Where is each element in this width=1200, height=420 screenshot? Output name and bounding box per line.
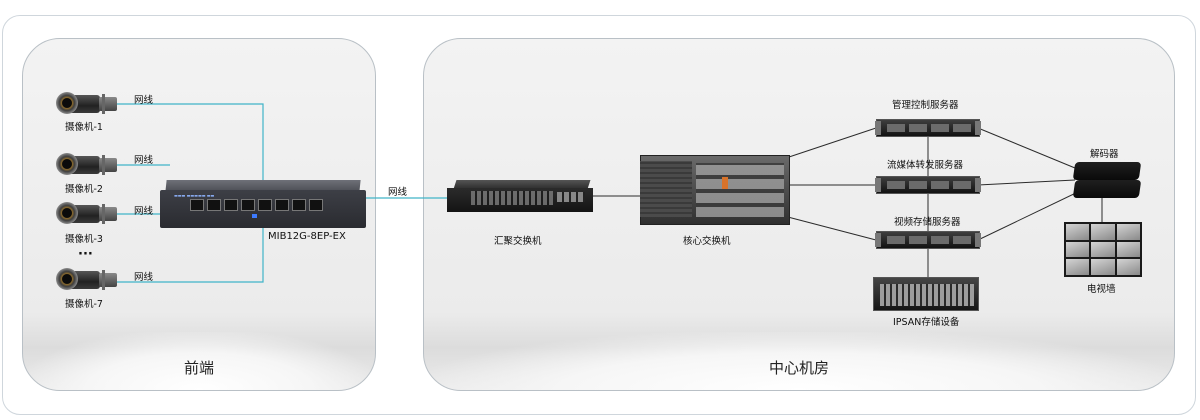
server-label-streaming: 流媒体转发服务器 (887, 160, 964, 171)
link-mgmt-decoder (977, 127, 1076, 169)
camera-icon (50, 151, 120, 179)
front-end-title: 前端 (183, 359, 214, 377)
camera-ellipsis: ··· (78, 247, 93, 262)
core-switch-label: 核心交换机 (683, 236, 731, 247)
cable-camera-1 (100, 103, 264, 182)
camera-label-2: 摄像机-2 (65, 184, 103, 195)
camera-label-3: 摄像机-3 (65, 234, 103, 245)
decoder-icon (1072, 162, 1142, 180)
camera-icon (50, 200, 120, 228)
server-icon (875, 231, 981, 249)
data-center-zone: 中心机房 (423, 38, 1175, 391)
server-label-management: 管理控制服务器 (892, 100, 959, 111)
decoder-label: 解码器 (1090, 149, 1119, 160)
aggregation-switch-icon (447, 180, 593, 220)
cable-label: 网线 (134, 155, 154, 166)
ipsan-storage-icon (873, 277, 979, 311)
tv-wall-icon (1064, 222, 1142, 277)
link-storage-decoder (977, 190, 1081, 241)
tv-wall-label: 电视墙 (1087, 284, 1116, 295)
backbone-links (593, 127, 1103, 277)
ipsan-label: IPSAN存储设备 (893, 317, 960, 328)
link-core-mgmt (779, 127, 877, 161)
camera-icon (50, 90, 120, 118)
data-center-title: 中心机房 (768, 359, 829, 377)
server-icon (875, 176, 981, 194)
camera-label-1: 摄像机-1 (65, 122, 103, 133)
cable-camera-7 (100, 228, 264, 283)
switch-model-label: MIB12G-8EP-EX (268, 231, 346, 242)
cable-label: 网线 (388, 187, 408, 198)
aggregation-switch-label: 汇聚交换机 (494, 236, 542, 247)
link-core-storage (783, 215, 877, 241)
server-label-storage: 视频存储服务器 (894, 217, 961, 228)
poe-switch-icon: ▬▬▬ ▬▬▬▬▬ ▬▬ (160, 180, 366, 228)
cable-label: 网线 (134, 206, 154, 217)
camera-label-7: 摄像机-7 (65, 299, 103, 310)
core-switch-icon (640, 155, 790, 225)
cable-label: 网线 (134, 95, 154, 106)
decoder-icon (1072, 180, 1142, 198)
server-icon (875, 119, 981, 137)
camera-icon (50, 266, 120, 294)
cable-label: 网线 (134, 272, 154, 283)
link-stream-decoder (977, 179, 1076, 186)
